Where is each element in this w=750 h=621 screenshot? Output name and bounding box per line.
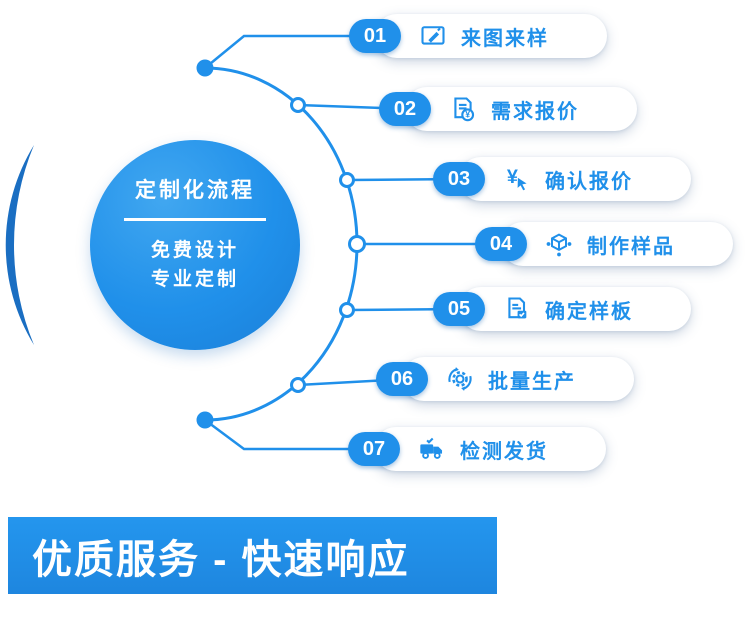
- step-item-3: 03 ¥ 确认报价: [433, 157, 691, 201]
- sample-cube-icon: [545, 230, 573, 258]
- step-card: 制作样品: [501, 222, 733, 266]
- svg-text:¥: ¥: [507, 166, 518, 188]
- arc-endpoint-dot-top: [196, 59, 214, 77]
- step-number: 03: [447, 167, 471, 190]
- step-number-badge: 06: [376, 362, 428, 396]
- circle-title: 定制化流程: [135, 179, 255, 202]
- arc-node: [339, 172, 355, 188]
- step-number: 04: [489, 232, 513, 255]
- step-label: 批量生产: [488, 370, 576, 393]
- step-number-badge: 03: [433, 162, 485, 196]
- arc-node: [348, 235, 366, 253]
- step-card: ¥ 确认报价: [459, 157, 691, 201]
- quotation-document-icon: ¥: [449, 95, 477, 123]
- step-label: 检测发货: [460, 440, 548, 463]
- step-number-badge: 04: [475, 227, 527, 261]
- step-item-2: 02 ¥ 需求报价: [379, 87, 637, 131]
- confirm-price-icon: ¥: [503, 165, 531, 193]
- step-card: 检测发货: [374, 427, 606, 471]
- step-label: 制作样品: [587, 235, 675, 258]
- arc-endpoint-dot-bottom: [196, 411, 214, 429]
- step-number: 06: [390, 367, 414, 390]
- circle-subtitle-1: 免费设计: [150, 239, 239, 261]
- step-label: 确定样板: [545, 300, 633, 323]
- banner-text: 优质服务 - 快速响应: [32, 537, 410, 582]
- step-item-5: 05 确定样板: [433, 287, 691, 331]
- step-item-1: 01 来图来样: [349, 14, 607, 58]
- step-item-7: 07 检测发货: [348, 427, 606, 471]
- arc-node: [290, 97, 306, 113]
- step-card: 确定样板: [459, 287, 691, 331]
- step-card: ¥ 需求报价: [405, 87, 637, 131]
- step-number: 01: [363, 24, 387, 47]
- delivery-truck-icon: [418, 435, 446, 463]
- template-document-icon: [503, 295, 531, 323]
- process-circle: 定制化流程 免费设计 专业定制: [90, 140, 300, 350]
- step-number-badge: 01: [349, 19, 401, 53]
- left-crescent-arc: [5, 145, 35, 345]
- step-label: 确认报价: [545, 170, 633, 193]
- arc-node: [290, 377, 306, 393]
- arc-node: [339, 302, 355, 318]
- circle-subtitle-2: 专业定制: [150, 268, 239, 290]
- drawing-board-icon: [419, 22, 447, 50]
- step-number-badge: 02: [379, 92, 431, 126]
- step-card: 批量生产: [402, 357, 634, 401]
- step-card: 来图来样: [375, 14, 607, 58]
- step-item-4: 04 制作样品: [475, 222, 733, 266]
- step-label: 需求报价: [491, 100, 579, 123]
- production-cycle-icon: [446, 365, 474, 393]
- step-number-badge: 07: [348, 432, 400, 466]
- svg-text:¥: ¥: [465, 110, 470, 120]
- circle-divider: [124, 218, 266, 221]
- step-number: 02: [393, 97, 417, 120]
- step-number: 05: [447, 297, 471, 320]
- step-number: 07: [362, 437, 386, 460]
- step-item-6: 06 批量生产: [376, 357, 634, 401]
- bottom-banner: 优质服务 - 快速响应: [8, 517, 497, 594]
- step-number-badge: 05: [433, 292, 485, 326]
- step-label: 来图来样: [461, 27, 549, 50]
